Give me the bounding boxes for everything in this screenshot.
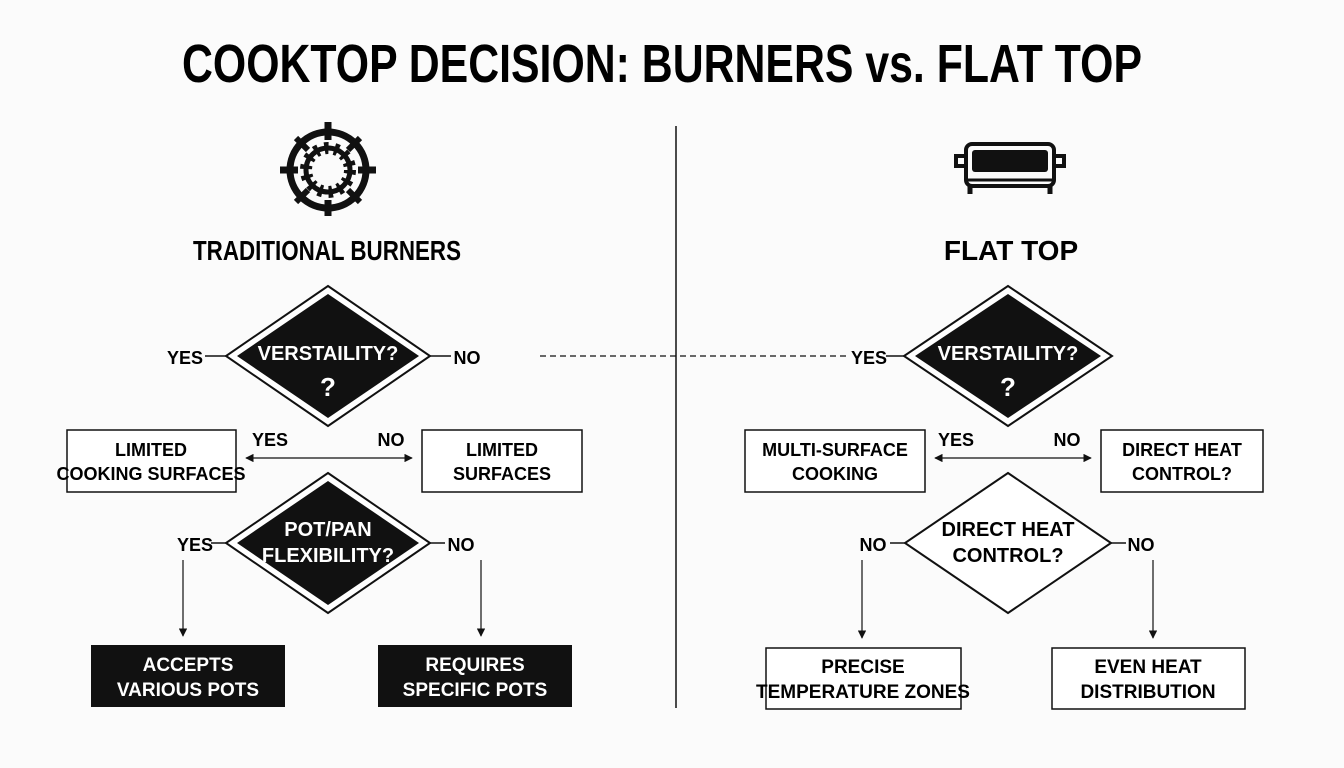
left-result-right-line1: REQUIRES	[425, 655, 524, 676]
right-result-left-line1: PRECISE	[821, 657, 904, 678]
right-box-multi-surface-cooking: MULTI-SURFACE COOKING	[744, 429, 926, 493]
right-result-precise-temperature-zones: PRECISE TEMPERATURE ZONES	[756, 647, 970, 710]
right-decision2-no-left: NO	[860, 535, 887, 555]
left-box-right-line1: LIMITED	[466, 440, 538, 460]
right-result-left-line2: TEMPERATURE ZONES	[756, 682, 970, 703]
right-box-direct-heat-control: DIRECT HEAT CONTROL?	[1100, 429, 1264, 493]
right-result-right-line1: EVEN HEAT	[1094, 657, 1202, 678]
right-box-left-line2: COOKING	[792, 464, 878, 484]
left-decision2-line1: POT/PAN	[284, 519, 371, 541]
left-box-limited-cooking-surfaces: LIMITED COOKING SURFACES	[56, 429, 246, 493]
right-decision2-line2: CONTROL?	[952, 545, 1063, 567]
left-decision1-line1: VERSTAILITY?	[258, 343, 399, 365]
right-decision1-line1: VERSTAILITY?	[938, 343, 1079, 365]
left-decision1-yes: YES	[167, 348, 203, 368]
left-decision1-no: NO	[454, 348, 481, 368]
right-decision-versatility: VERSTAILITY? ?	[902, 284, 1114, 428]
right-box-left-line1: MULTI-SURFACE	[762, 440, 908, 460]
right-arrow-yes: YES	[938, 430, 974, 450]
gas-burner-icon	[280, 122, 376, 216]
right-decision-direct-heat-control: DIRECT HEAT CONTROL?	[903, 471, 1113, 615]
right-result-right-line2: DISTRIBUTION	[1080, 682, 1215, 703]
left-decision1-line2: ?	[320, 372, 336, 402]
left-box-left-line2: COOKING SURFACES	[56, 464, 245, 484]
left-heading: TRADITIONAL BURNERS	[193, 235, 461, 266]
left-result-left-line1: ACCEPTS	[143, 655, 234, 676]
left-result-requires-specific-pots: REQUIRES SPECIFIC POTS	[378, 645, 572, 707]
right-heading: FLAT TOP	[944, 235, 1078, 266]
right-box-right-line2: CONTROL?	[1132, 464, 1232, 484]
left-decision-versatility: VERSTAILITY? ?	[224, 284, 432, 428]
right-decision1-yes: YES	[851, 348, 887, 368]
right-box-right-line1: DIRECT HEAT	[1122, 440, 1242, 460]
left-decision2-line2: FLEXIBILITY?	[262, 545, 394, 567]
left-decision2-yes: YES	[177, 535, 213, 555]
left-result-accepts-various-pots: ACCEPTS VARIOUS POTS	[91, 645, 285, 707]
left-arrow-yes: YES	[252, 430, 288, 450]
left-decision-pot-pan-flexibility: POT/PAN FLEXIBILITY?	[224, 471, 432, 615]
right-arrow-no: NO	[1054, 430, 1081, 450]
left-result-right-line2: SPECIFIC POTS	[403, 680, 548, 701]
left-decision2-no: NO	[448, 535, 475, 555]
left-box-left-line1: LIMITED	[115, 440, 187, 460]
right-decision1-line2: ?	[1000, 372, 1016, 402]
left-result-left-line2: VARIOUS POTS	[117, 680, 259, 701]
griddle-icon	[954, 142, 1066, 194]
right-decision2-line1: DIRECT HEAT	[942, 519, 1075, 541]
right-decision2-no-right: NO	[1128, 535, 1155, 555]
left-arrow-no: NO	[378, 430, 405, 450]
right-result-even-heat-distribution: EVEN HEAT DISTRIBUTION	[1051, 647, 1246, 710]
left-box-limited-surfaces: LIMITED SURFACES	[421, 429, 583, 493]
left-box-right-line2: SURFACES	[453, 464, 551, 484]
page-title: COOKTOP DECISION: BURNERS vs. FLAT TOP	[182, 34, 1142, 94]
